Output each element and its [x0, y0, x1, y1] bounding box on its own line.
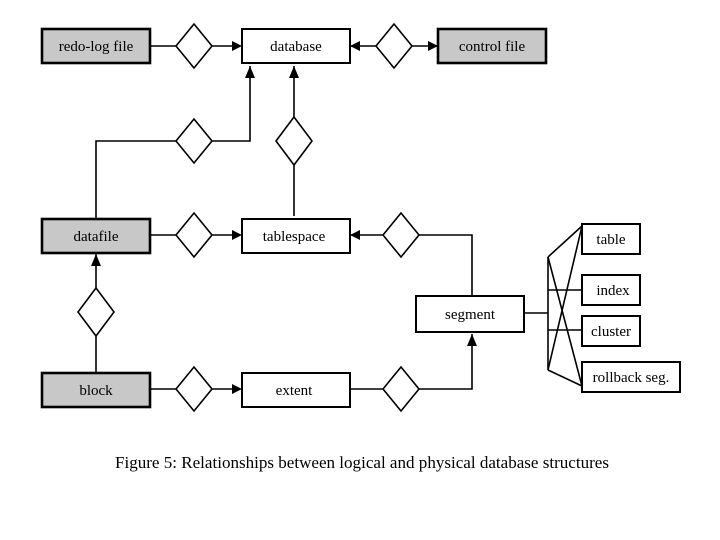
segment-label: segment	[445, 307, 496, 323]
relationship-diamonds	[77, 22, 421, 413]
diamond-block-extent	[174, 365, 214, 413]
entity-database: database	[241, 28, 351, 64]
entity-index: index	[581, 274, 641, 306]
diamond-extent-segment	[381, 365, 421, 413]
diamond-segment-tablespace	[381, 211, 421, 259]
diamond-redo-database	[174, 22, 214, 70]
diamond-block-datafile	[77, 286, 115, 338]
figure-caption: Figure 5: Relationships between logical …	[115, 453, 609, 472]
cluster-label: cluster	[591, 324, 631, 340]
arrow-to-control-file	[428, 41, 438, 51]
entity-segment: segment	[415, 295, 525, 333]
diamond-datafile-tablespace	[174, 211, 214, 259]
entity-extent: extent	[241, 372, 351, 408]
arrow-tablespace-to-database	[289, 66, 299, 78]
diamond-database-control	[374, 22, 414, 70]
entity-tablespace: tablespace	[241, 218, 351, 254]
entity-control-file: control file	[436, 27, 548, 65]
entity-rollback-seg: rollback seg.	[581, 361, 681, 393]
diamond-datafile-database	[174, 117, 214, 165]
datafile-label: datafile	[74, 229, 119, 245]
diamond-tablespace-database	[275, 115, 313, 167]
connectors	[95, 45, 583, 390]
entity-datafile: datafile	[40, 217, 152, 255]
index-label: index	[596, 283, 630, 299]
entity-redo-log-file: redo-log file	[40, 27, 152, 65]
rollback-label: rollback seg.	[593, 370, 670, 386]
entity-table: table	[581, 223, 641, 255]
arrow-to-database-right	[350, 41, 360, 51]
block-label: block	[79, 383, 113, 399]
redo-log-label: redo-log file	[59, 39, 134, 55]
tablespace-label: tablespace	[263, 229, 326, 245]
arrow-to-database-left	[232, 41, 242, 51]
arrow-block-to-extent	[232, 384, 242, 394]
arrowheads	[91, 41, 477, 394]
entity-cluster: cluster	[581, 315, 641, 347]
entity-block: block	[40, 371, 152, 409]
database-label: database	[270, 39, 322, 55]
arrow-datafile-to-database	[245, 66, 255, 78]
arrow-block-to-datafile	[91, 254, 101, 266]
control-file-label: control file	[459, 39, 526, 55]
arrow-datafile-to-tablespace	[232, 230, 242, 240]
arrow-segment-to-tablespace	[350, 230, 360, 240]
table-label: table	[596, 232, 625, 248]
arrow-extent-to-segment	[467, 334, 477, 346]
extent-label: extent	[276, 383, 313, 399]
